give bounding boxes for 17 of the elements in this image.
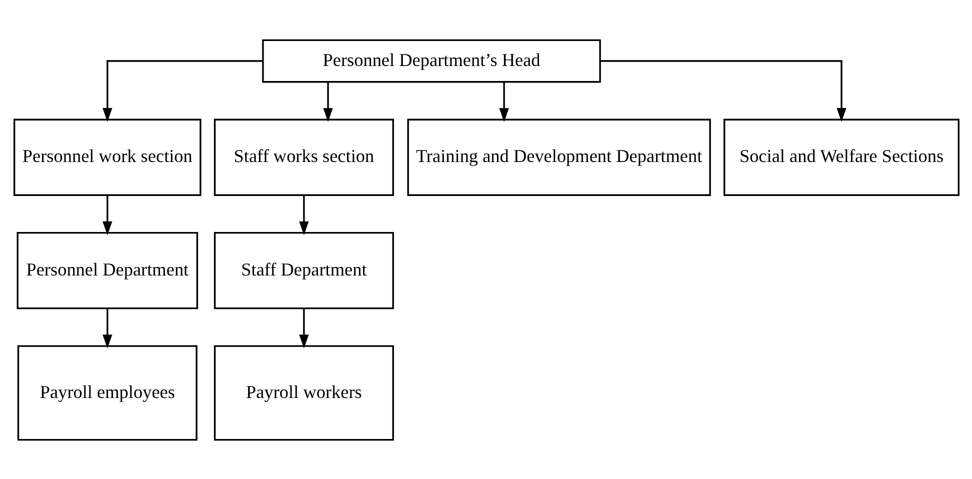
node-box: Staff works section [213, 118, 394, 196]
node-box: Personnel work section [13, 118, 201, 196]
node-box: Personnel Department’s Head [262, 38, 600, 82]
arrow [322, 81, 332, 122]
node-box: Staff Department [213, 232, 394, 309]
node-box: Personnel Department [16, 232, 198, 309]
arrow [498, 81, 508, 122]
arrow [102, 195, 112, 235]
arrow [102, 60, 262, 122]
arrow [298, 308, 308, 348]
arrow [298, 195, 308, 235]
node-box: Training and Development Department [406, 118, 710, 196]
node-box: Social and Welfare Sections [723, 118, 959, 196]
node-box: Payroll workers [213, 344, 394, 440]
arrow [102, 308, 112, 348]
arrow [600, 60, 846, 122]
node-box: Payroll employees [16, 344, 197, 440]
